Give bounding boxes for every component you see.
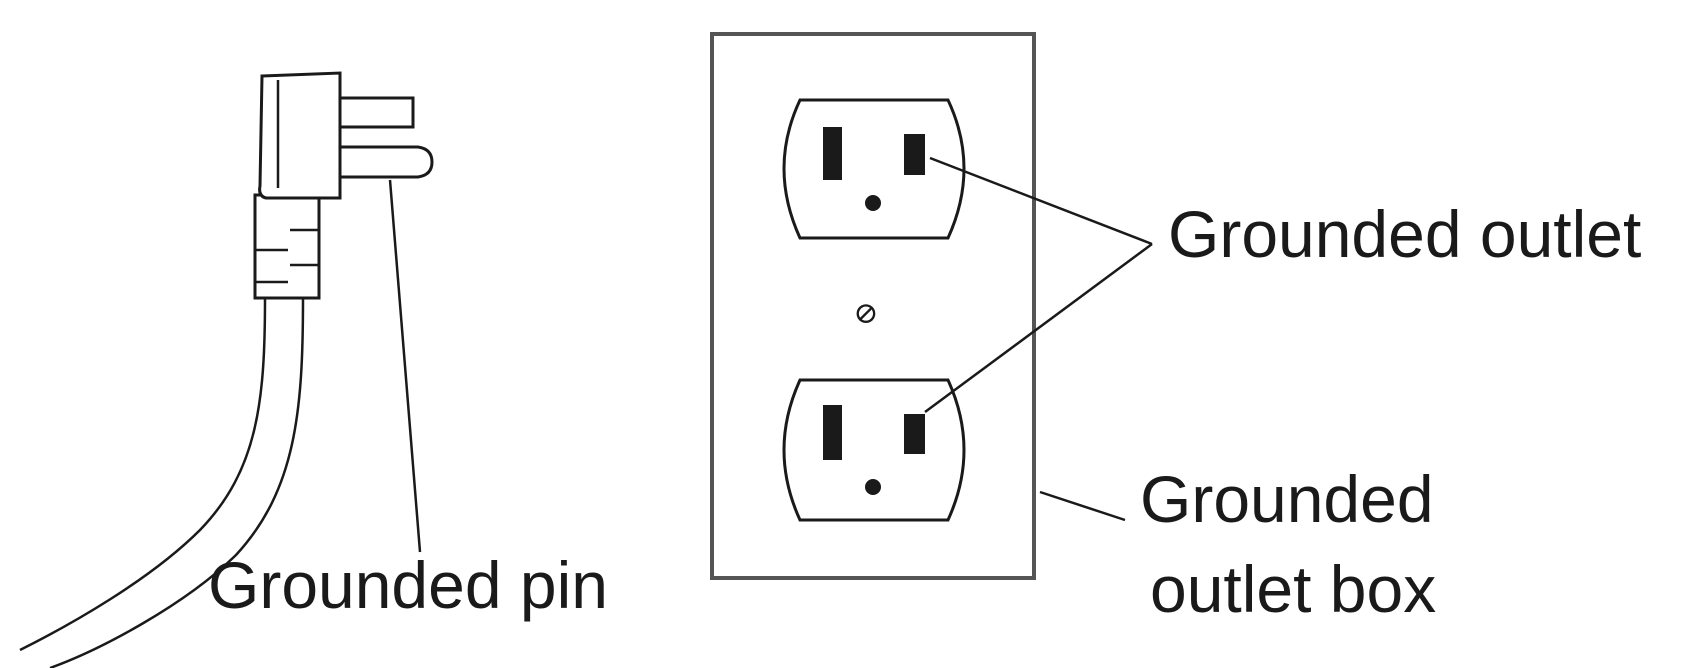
- grounded-outlet-leader-upper: [929, 156, 1153, 246]
- power-cord-inner: [49, 297, 305, 668]
- grounded-outlet-label: Grounded outlet: [1168, 197, 1641, 271]
- lower-receptacle: [782, 378, 966, 522]
- grounded-outlet-box-leader: [1039, 490, 1126, 522]
- grounded-outlet-leader-lower: [924, 242, 1153, 414]
- plate-screw-icon: ⊘: [853, 296, 878, 331]
- grounded-outlet-box-label-line1: Grounded: [1140, 462, 1434, 536]
- power-cord: [19, 297, 267, 652]
- duplex-outlet-plate-icon: ⊘: [710, 32, 1036, 580]
- flat-prong: [338, 96, 415, 129]
- ground-pin: [338, 145, 434, 179]
- upper-receptacle: [782, 98, 966, 240]
- plug-with-ground-pin-icon: [19, 71, 434, 668]
- plug-body: [258, 71, 342, 200]
- grounded-outlet-box-label-line2: outlet box: [1150, 552, 1436, 626]
- grounded-pin-leader: [388, 179, 422, 553]
- grounded-pin-label: Grounded pin: [208, 548, 608, 622]
